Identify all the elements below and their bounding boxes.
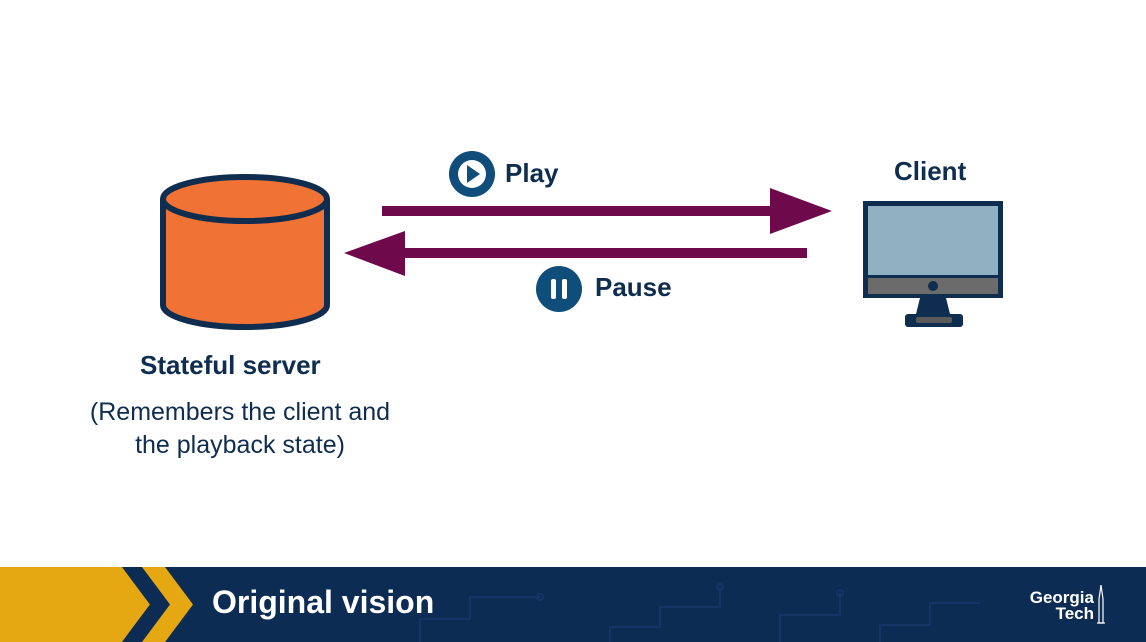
server-description: (Remembers the client and the playback s…	[89, 398, 391, 459]
pause-icon	[536, 266, 582, 312]
tech-tower-icon	[1097, 585, 1105, 624]
database-cylinder-icon	[160, 174, 330, 330]
diagram-canvas	[160, 151, 1003, 330]
play-icon	[449, 151, 495, 197]
logo-line-1: Georgia	[1029, 588, 1094, 607]
footer-bar: Original vision Georgia Tech	[0, 567, 1146, 642]
server-title: Stateful server	[140, 350, 321, 380]
client-title: Client	[894, 156, 967, 186]
pause-request-arrow	[344, 231, 807, 276]
footer-chevrons	[0, 567, 980, 642]
pause-label: Pause	[595, 272, 672, 302]
computer-monitor-icon	[863, 201, 1003, 327]
logo-line-2: Tech	[1055, 604, 1094, 623]
play-label: Play	[505, 158, 559, 188]
slide-title: Original vision	[212, 584, 435, 620]
play-request-arrow	[382, 188, 832, 234]
georgia-tech-logo: Georgia Tech	[1000, 583, 1110, 629]
